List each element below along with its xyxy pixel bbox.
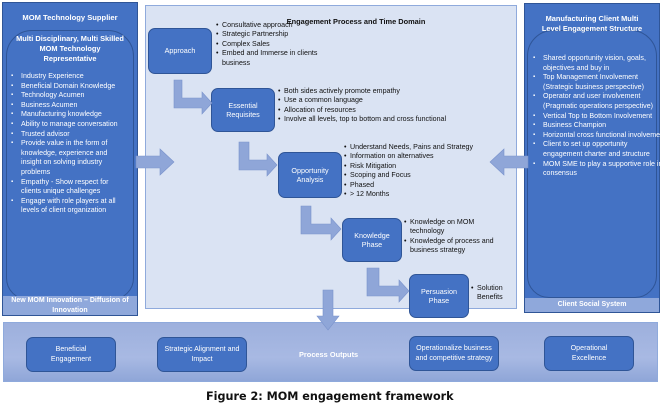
list-item: Trusted advisor	[11, 130, 129, 140]
list-item: Solution Benefits	[471, 284, 516, 303]
list-item: Both sides actively promote empathy	[278, 87, 508, 97]
output-beneficial-engagement: Beneficial Engagement	[26, 337, 116, 372]
phase-approach: Approach	[148, 28, 212, 74]
list-item: Allocation of resources	[278, 106, 508, 116]
supplier-representative-title: Multi Disciplinary, Multi Skilled MOM Te…	[16, 34, 124, 63]
supplier-panel-title: MOM Technology Supplier	[22, 13, 118, 22]
phase-essential-requisites: Essential Requisites	[211, 88, 275, 132]
list-item: Vertical Top to Bottom Involvement	[533, 112, 662, 122]
list-item: Empathy - Show respect for clients uniqu…	[11, 178, 129, 197]
process-outputs-label: Process Outputs	[299, 350, 359, 359]
arrow-knowledge-to-persuasion	[366, 267, 410, 303]
figure-caption: Figure 2: MOM engagement framework	[206, 390, 454, 403]
output-operationalize-strategy: Operationalize business and competitive …	[409, 336, 499, 371]
supplier-representative-group: Multi Disciplinary, Multi Skilled MOM Te…	[6, 30, 134, 300]
client-panel-title: Manufacturing Client Multi Level Engagem…	[541, 14, 643, 33]
process-outputs-band: Beneficial Engagement Strategic Alignmen…	[3, 322, 658, 382]
list-item: Engage with role players at all levels o…	[11, 197, 129, 216]
list-item: Horizontal cross functional involvement	[533, 131, 662, 141]
arrow-approach-to-requisites	[173, 79, 213, 115]
list-item: Beneficial Domain Knowledge	[11, 82, 129, 92]
persuasion-phase-bullets: Solution Benefits	[471, 284, 516, 303]
list-item: > 12 Months	[344, 190, 514, 200]
engagement-process-panel: Engagement Process and Time Domain Appro…	[145, 5, 517, 318]
list-item: Scoping and Focus	[344, 171, 514, 181]
list-item: Consultative approach	[216, 21, 326, 31]
list-item: Top Management Involvement (Strategic bu…	[533, 73, 662, 92]
list-item: MOM SME to play a supportive role in con…	[533, 160, 662, 179]
opportunity-analysis-bullets: Understand Needs, Pains and Strategy Inf…	[344, 143, 514, 200]
engagement-process-title: Engagement Process and Time Domain	[286, 17, 426, 26]
list-item: Knowledge of process and business strate…	[404, 237, 504, 256]
list-item: Provide value in the form of knowledge, …	[11, 139, 129, 177]
list-item: Ability to manage conversation	[11, 120, 129, 130]
list-item: Shared opportunity vision, goals, object…	[533, 54, 662, 73]
list-item: Understand Needs, Pains and Strategy	[344, 143, 514, 153]
list-item: Technology Acumen	[11, 91, 129, 101]
client-engagement-list: Shared opportunity vision, goals, object…	[529, 54, 662, 179]
list-item: Business Acumen	[11, 101, 129, 111]
list-item: Industry Experience	[11, 72, 129, 82]
knowledge-phase-bullets: Knowledge on MOM technology Knowledge of…	[404, 218, 504, 256]
list-item: Information on alternatives	[344, 152, 514, 162]
arrow-supplier-to-process	[135, 148, 175, 176]
phase-opportunity-analysis: Opportunity Analysis	[278, 152, 342, 198]
approach-bullets: Consultative approach Strategic Partners…	[216, 21, 326, 68]
list-item: Knowledge on MOM technology	[404, 218, 504, 237]
arrow-client-to-process	[489, 148, 529, 176]
list-item: Operator and user involvement (Pragmatic…	[533, 92, 662, 111]
list-item: Manufacturing knowledge	[11, 110, 129, 120]
client-panel-footer: Client Social System	[525, 298, 659, 312]
phase-knowledge: Knowledge Phase	[342, 218, 402, 262]
supplier-attributes-list: Industry Experience Beneficial Domain Kn…	[7, 72, 133, 216]
phase-persuasion: Persuasion Phase	[409, 274, 469, 318]
list-item: Use a common language	[278, 96, 508, 106]
list-item: Complex Sales	[216, 40, 326, 50]
list-item: Phased	[344, 181, 514, 191]
supplier-panel-footer: New MOM Innovation – Diffusion of Innova…	[3, 296, 137, 315]
arrow-analysis-to-knowledge	[300, 205, 342, 241]
output-strategic-alignment: Strategic Alignment and Impact	[157, 337, 247, 372]
list-item: Business Champion	[533, 121, 662, 131]
client-panel: Manufacturing Client Multi Level Engagem…	[524, 3, 662, 313]
list-item: Involve all levels, top to bottom and cr…	[278, 115, 508, 125]
supplier-panel: MOM Technology Supplier Multi Disciplina…	[2, 2, 138, 316]
output-operational-excellence: Operational Excellence	[544, 336, 634, 371]
list-item: Embed and Immerse in clients business	[216, 49, 326, 68]
list-item: Risk Mitigation	[344, 162, 514, 172]
list-item: Strategic Partnership	[216, 30, 326, 40]
arrow-requisites-to-analysis	[238, 141, 278, 177]
list-item: Client to set up opportunity engagement …	[533, 140, 662, 159]
essential-requisites-bullets: Both sides actively promote empathy Use …	[278, 87, 508, 125]
arrow-process-to-outputs	[316, 289, 340, 331]
